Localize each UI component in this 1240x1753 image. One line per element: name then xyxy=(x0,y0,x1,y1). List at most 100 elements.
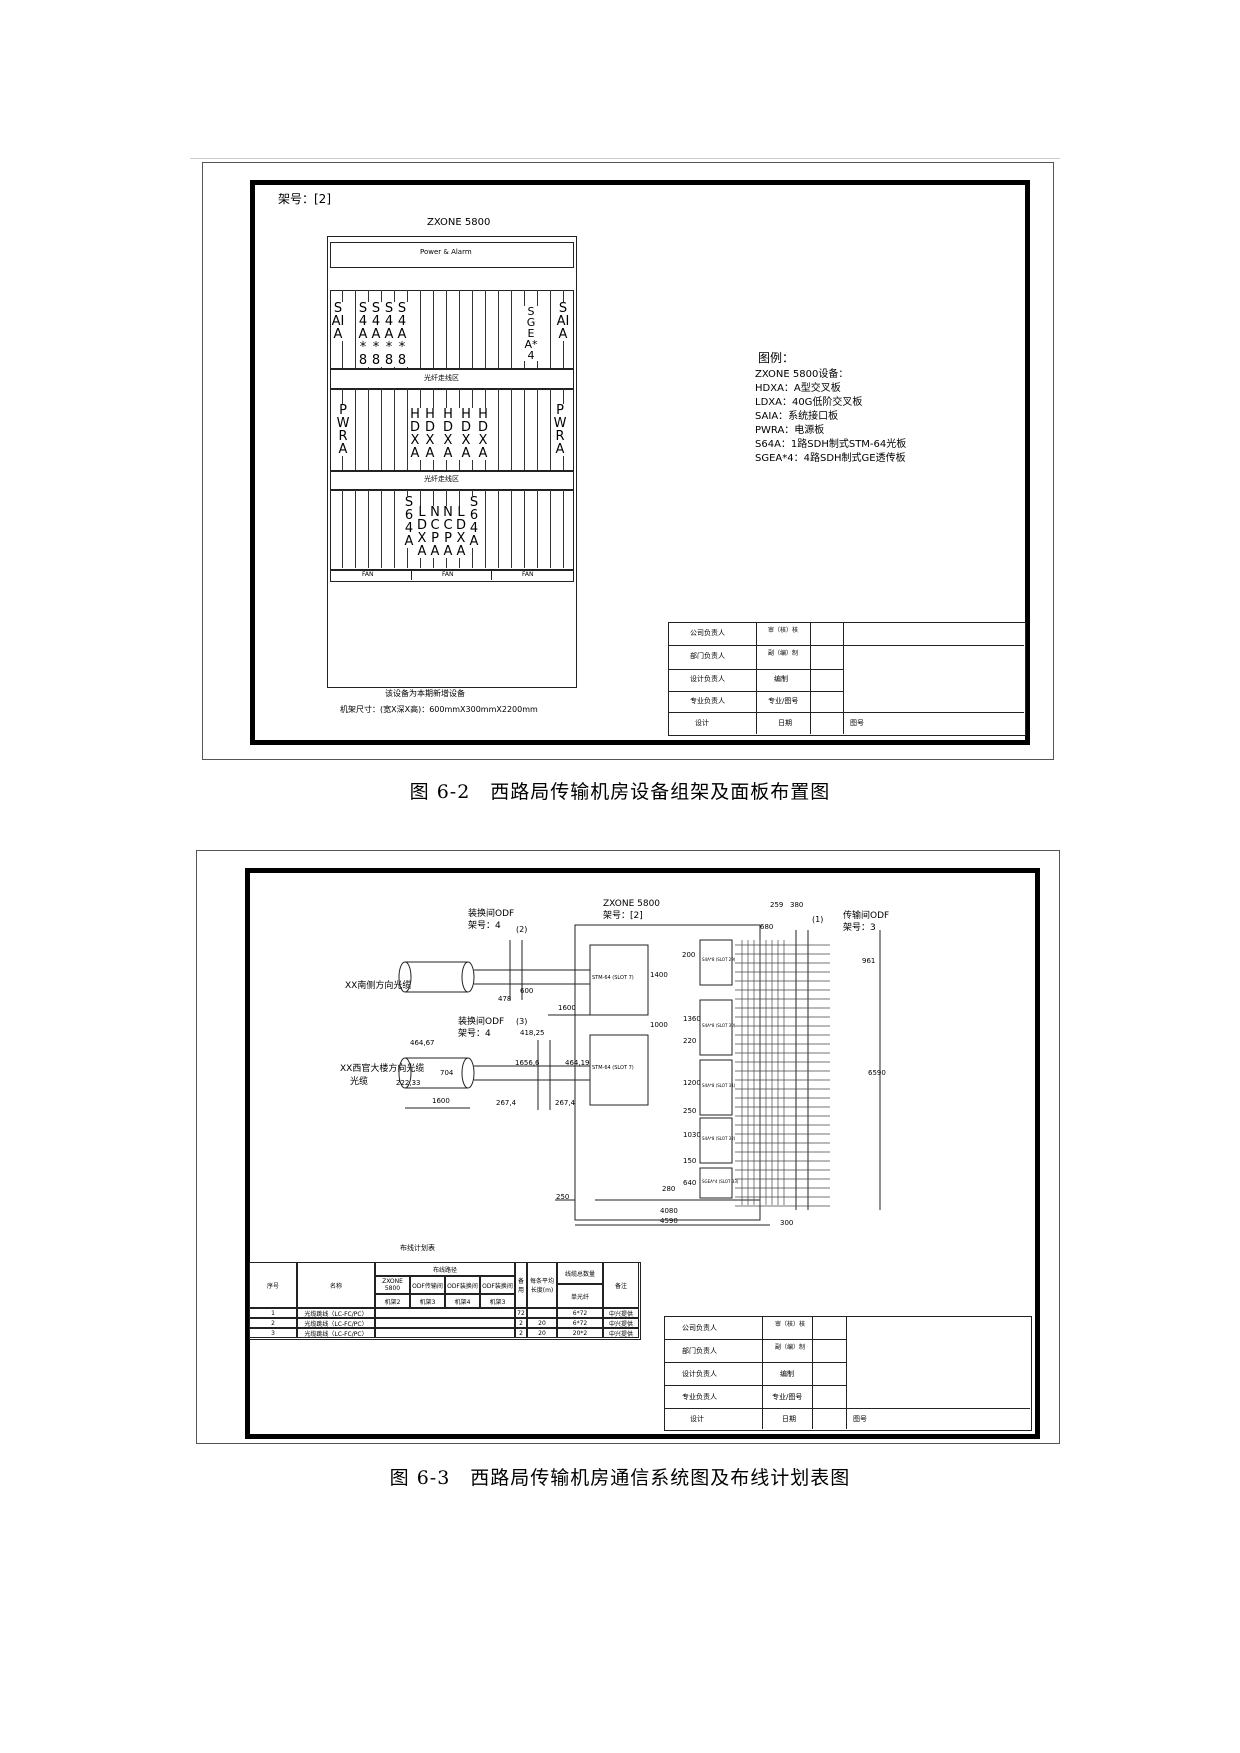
tb2-r3c1: 设计负责人 xyxy=(682,1370,717,1378)
fiber-harness xyxy=(735,940,830,1207)
row-3-path xyxy=(375,1328,515,1338)
dim-1200: 1200 xyxy=(683,1079,701,1087)
legend-item-2: HDXA：A型交叉板 xyxy=(755,383,841,394)
cable-top-end-left xyxy=(398,961,412,993)
dim-41825: 418,25 xyxy=(520,1029,545,1037)
shelf-3-card-4: NCPA xyxy=(441,506,455,558)
row-2-len: 20 xyxy=(527,1318,557,1328)
dim-46419: 464,19 xyxy=(565,1059,590,1067)
row-3-total: 20*2 xyxy=(557,1328,603,1338)
shelf-1-card-2: S4A*8 xyxy=(356,302,370,367)
title-block-1-vline-b xyxy=(810,622,811,734)
tb2-r2c1: 部门负责人 xyxy=(682,1347,717,1355)
shelf-2-card-5: HDXA xyxy=(459,407,473,461)
dim-1030: 1030 xyxy=(683,1131,701,1139)
legend-item-6: S64A：1路SDH制式STM-64光板 xyxy=(755,439,907,450)
title-block-2-hline-2 xyxy=(664,1362,846,1363)
caption-figure-6-2: 图 6-2 西路局传输机房设备组架及面板布置图 xyxy=(409,781,831,803)
row-2-total: 6*72 xyxy=(557,1318,603,1328)
tb1-r5c1: 设计 xyxy=(695,719,709,727)
legend-title: 图例： xyxy=(758,351,795,365)
cable-bottom-end-right xyxy=(461,1057,475,1089)
th-spare: 备用 xyxy=(515,1262,527,1308)
dim-961: 961 xyxy=(862,957,876,965)
odf-left-top: 装换间ODF xyxy=(468,909,515,919)
dim-680: 680 xyxy=(760,923,774,931)
dim-250b: 250 xyxy=(556,1193,570,1201)
title-block-2-vline-b xyxy=(812,1316,813,1429)
shelf-1-card-7: SAIA xyxy=(556,301,570,342)
tb2-sheet: 图号 xyxy=(853,1415,867,1423)
figure-6-2-border xyxy=(250,180,1030,745)
shelf-2-card-1: PWRA xyxy=(336,403,350,457)
row-3-seq: 3 xyxy=(249,1328,297,1338)
dim-600: 600 xyxy=(520,987,534,995)
title-block-2-vline-a xyxy=(762,1316,763,1429)
shelf-2-card-2: HDXA xyxy=(408,407,422,461)
note-rack-size: 机架尺寸：(宽X深X高)：600mmX300mmX2200mm xyxy=(340,705,538,714)
dim-380: 380 xyxy=(790,901,804,909)
tb1-r3c1: 设计负责人 xyxy=(690,675,725,683)
row-1-spare: 72 xyxy=(515,1308,527,1318)
row-3-len: 20 xyxy=(527,1328,557,1338)
figure-6-3-border xyxy=(245,868,1040,1439)
th-total: 线缆总数量 xyxy=(557,1262,603,1284)
cable-bottom-body xyxy=(405,1057,468,1089)
dim-1000: 1000 xyxy=(650,1021,668,1029)
fan-divider-2 xyxy=(491,570,492,580)
th-rack-2: 机架3 xyxy=(410,1294,445,1308)
odf-left-bottom-no: 架号：4 xyxy=(458,1029,491,1039)
tb2-r5c2: 日期 xyxy=(782,1415,796,1423)
th-avg-length: 每条平均长度(m) xyxy=(527,1262,557,1308)
dim-259: 259 xyxy=(770,901,784,909)
dim-2674a: 267,4 xyxy=(496,1099,517,1107)
th-path-sub-2: ODF传输间 xyxy=(410,1276,445,1294)
tb2-r4c2: 专业/图号 xyxy=(772,1393,803,1401)
title-block-2 xyxy=(664,1316,1032,1431)
legend-item-5: PWRA：电源板 xyxy=(755,425,825,436)
stm-bottom xyxy=(589,1034,649,1106)
dim-478: 478 xyxy=(498,995,512,1003)
dim-16566: 1656,6 xyxy=(515,1059,540,1067)
th-rack-4: 机架3 xyxy=(480,1294,515,1308)
dim-220: 220 xyxy=(683,1037,697,1045)
dim-1600a: 1600 xyxy=(558,1004,576,1012)
title-block-2-vline-c xyxy=(846,1316,847,1429)
tb1-r2c2: 副（编）制 xyxy=(768,650,799,657)
th-path-sub-1: ZXONE 5800 xyxy=(375,1276,410,1294)
odf-right: 传输间ODF xyxy=(843,911,890,921)
title-block-1-hline-2 xyxy=(668,669,843,670)
dim-1360: 1360 xyxy=(683,1015,701,1023)
tb1-sheet: 图号 xyxy=(850,719,864,727)
shelf-3-card-2: LDXA xyxy=(415,505,429,559)
power-alarm-bar xyxy=(330,242,574,268)
figure-6-3-frame xyxy=(196,850,1060,1444)
title-block-1-hline-3 xyxy=(668,691,843,692)
odf-left-top-mark: (2) xyxy=(516,925,528,934)
row-1-seq: 1 xyxy=(249,1308,297,1318)
th-path-sub-4: ODF装换间 xyxy=(480,1276,515,1294)
fiber-bottom xyxy=(474,1065,590,1081)
tb2-r3c2: 编制 xyxy=(780,1370,794,1378)
fan-1: FAN xyxy=(362,571,374,578)
slot-box-4 xyxy=(699,1117,733,1164)
dim-222: 222,33 xyxy=(396,1079,421,1087)
slot-label-2: S4A*8 (SLOT 30) xyxy=(702,1023,736,1028)
shelf-2-card-3: HDXA xyxy=(423,407,437,461)
dim-150: 150 xyxy=(683,1157,697,1165)
slot-label-4: S4A*8 (SLOT 32) xyxy=(702,1136,736,1141)
stm-bottom-label: STM-64 (SLOT 7) xyxy=(592,1065,634,1071)
fiber-area-2-label: 光纤走线区 xyxy=(424,475,459,483)
th-seq: 序号 xyxy=(249,1262,297,1308)
cable-bottom-label: XX西官大楼方向光缆 xyxy=(340,1064,425,1074)
shelf-1-card-6: SGEA*4 xyxy=(524,305,538,362)
tb2-r1c2: 审（核）核 xyxy=(775,1321,806,1328)
slot-box-5 xyxy=(699,1167,733,1199)
device-rack-2: 架号：[2] xyxy=(603,911,643,921)
tb2-r1c1: 公司负责人 xyxy=(682,1324,717,1332)
row-2-spare: 2 xyxy=(515,1318,527,1328)
stm-top xyxy=(589,944,649,1016)
odf-right-posts xyxy=(795,930,809,1210)
cable-top-label: XX南侧方向光缆 xyxy=(345,981,412,991)
title-block-2-hline-3 xyxy=(664,1385,846,1386)
